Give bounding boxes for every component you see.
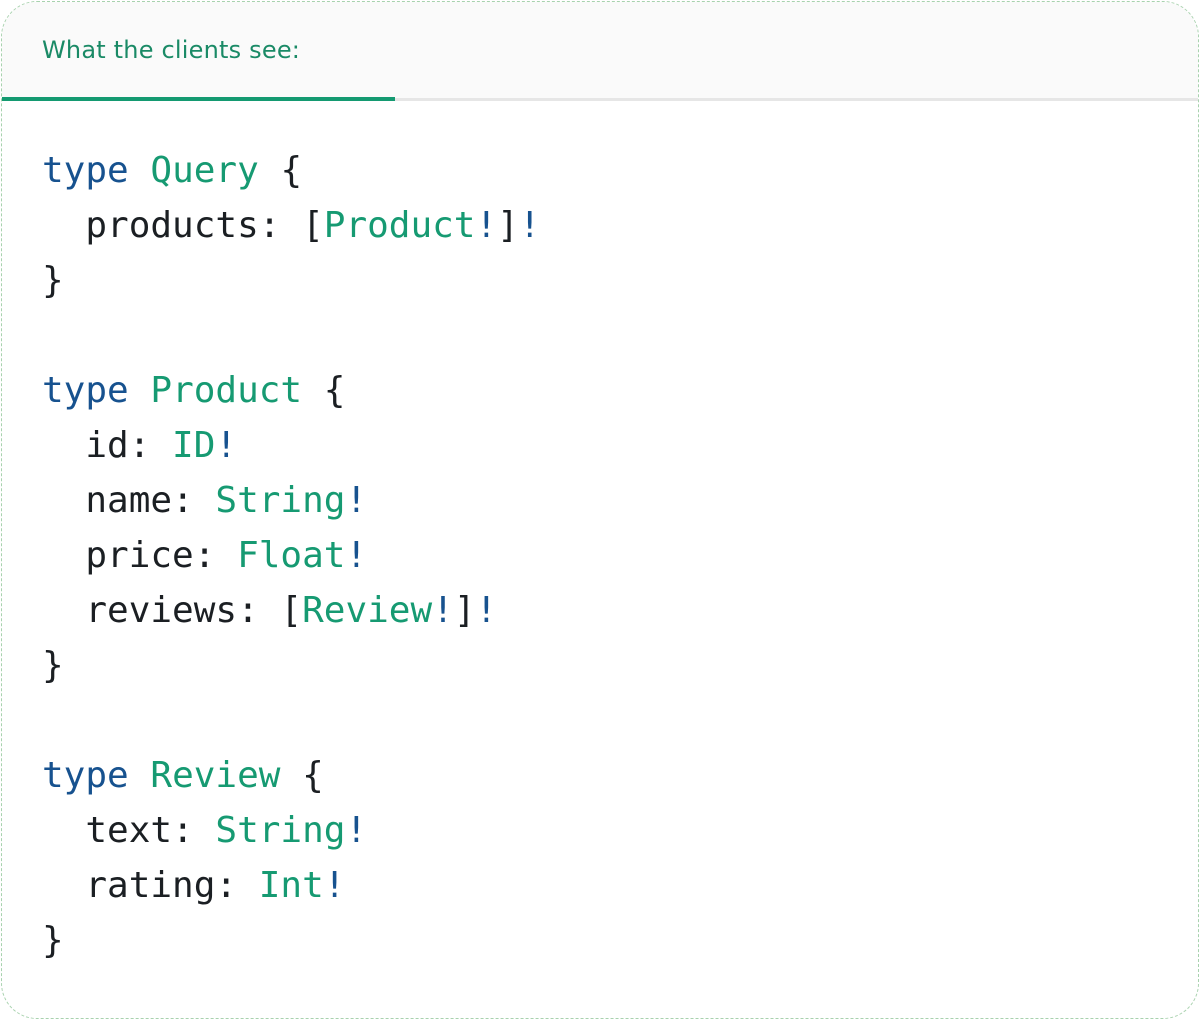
code-token: { (280, 755, 324, 796)
code-token: } (42, 260, 64, 301)
code-token: Float (237, 535, 346, 576)
code-token: ! (518, 205, 541, 246)
code-token: reviews: [ (42, 590, 303, 631)
code-token: Query (150, 150, 259, 191)
code-token: ! (475, 590, 498, 631)
graphql-schema-code: type Query { products: [Product!]!} type… (2, 101, 1198, 968)
code-token: type (42, 755, 129, 796)
code-token: ! (345, 810, 368, 851)
tab-what-clients-see[interactable]: What the clients see: (42, 36, 301, 64)
code-line: type Review { (42, 748, 1168, 803)
code-token: } (42, 920, 64, 961)
code-token: ! (323, 865, 346, 906)
code-token (129, 370, 151, 411)
code-token: ! (432, 590, 454, 631)
code-token: id: (42, 425, 173, 466)
code-token: ! (475, 205, 498, 246)
code-token (129, 755, 151, 796)
code-token (129, 150, 151, 191)
code-token: text: (42, 810, 216, 851)
card-header: What the clients see: (2, 2, 1198, 101)
code-token: Product (150, 370, 303, 411)
code-token: ! (215, 425, 238, 466)
code-token: { (258, 150, 303, 191)
code-token: ID (172, 425, 216, 466)
code-line: products: [Product!]! (42, 198, 1168, 253)
code-token: type (42, 150, 129, 191)
code-line (42, 693, 1168, 748)
code-token: { (302, 370, 346, 411)
code-token: ! (345, 535, 368, 576)
code-line: type Query { (42, 143, 1168, 198)
code-token: String (215, 480, 346, 521)
header-divider (2, 97, 1198, 101)
code-token: Review (302, 590, 433, 631)
code-line: } (42, 913, 1168, 968)
code-line: rating: Int! (42, 858, 1168, 913)
code-token: price: (42, 535, 238, 576)
code-token: } (42, 645, 64, 686)
code-line: type Product { (42, 363, 1168, 418)
code-token: ! (345, 480, 368, 521)
code-token: type (42, 370, 129, 411)
code-token: Int (258, 865, 324, 906)
code-line: } (42, 253, 1168, 308)
code-line: name: String! (42, 473, 1168, 528)
active-tab-underline (2, 97, 395, 101)
code-token: rating: (42, 865, 259, 906)
code-token: ] (453, 590, 476, 631)
code-line: id: ID! (42, 418, 1168, 473)
code-line: } (42, 638, 1168, 693)
code-token: Product (323, 205, 476, 246)
code-line: reviews: [Review!]! (42, 583, 1168, 638)
code-token: String (215, 810, 346, 851)
code-token: products: [ (42, 205, 324, 246)
code-line: text: String! (42, 803, 1168, 858)
code-token: ] (497, 205, 519, 246)
code-line (42, 308, 1168, 363)
code-line: price: Float! (42, 528, 1168, 583)
code-token: Review (150, 755, 281, 796)
code-token: name: (42, 480, 216, 521)
